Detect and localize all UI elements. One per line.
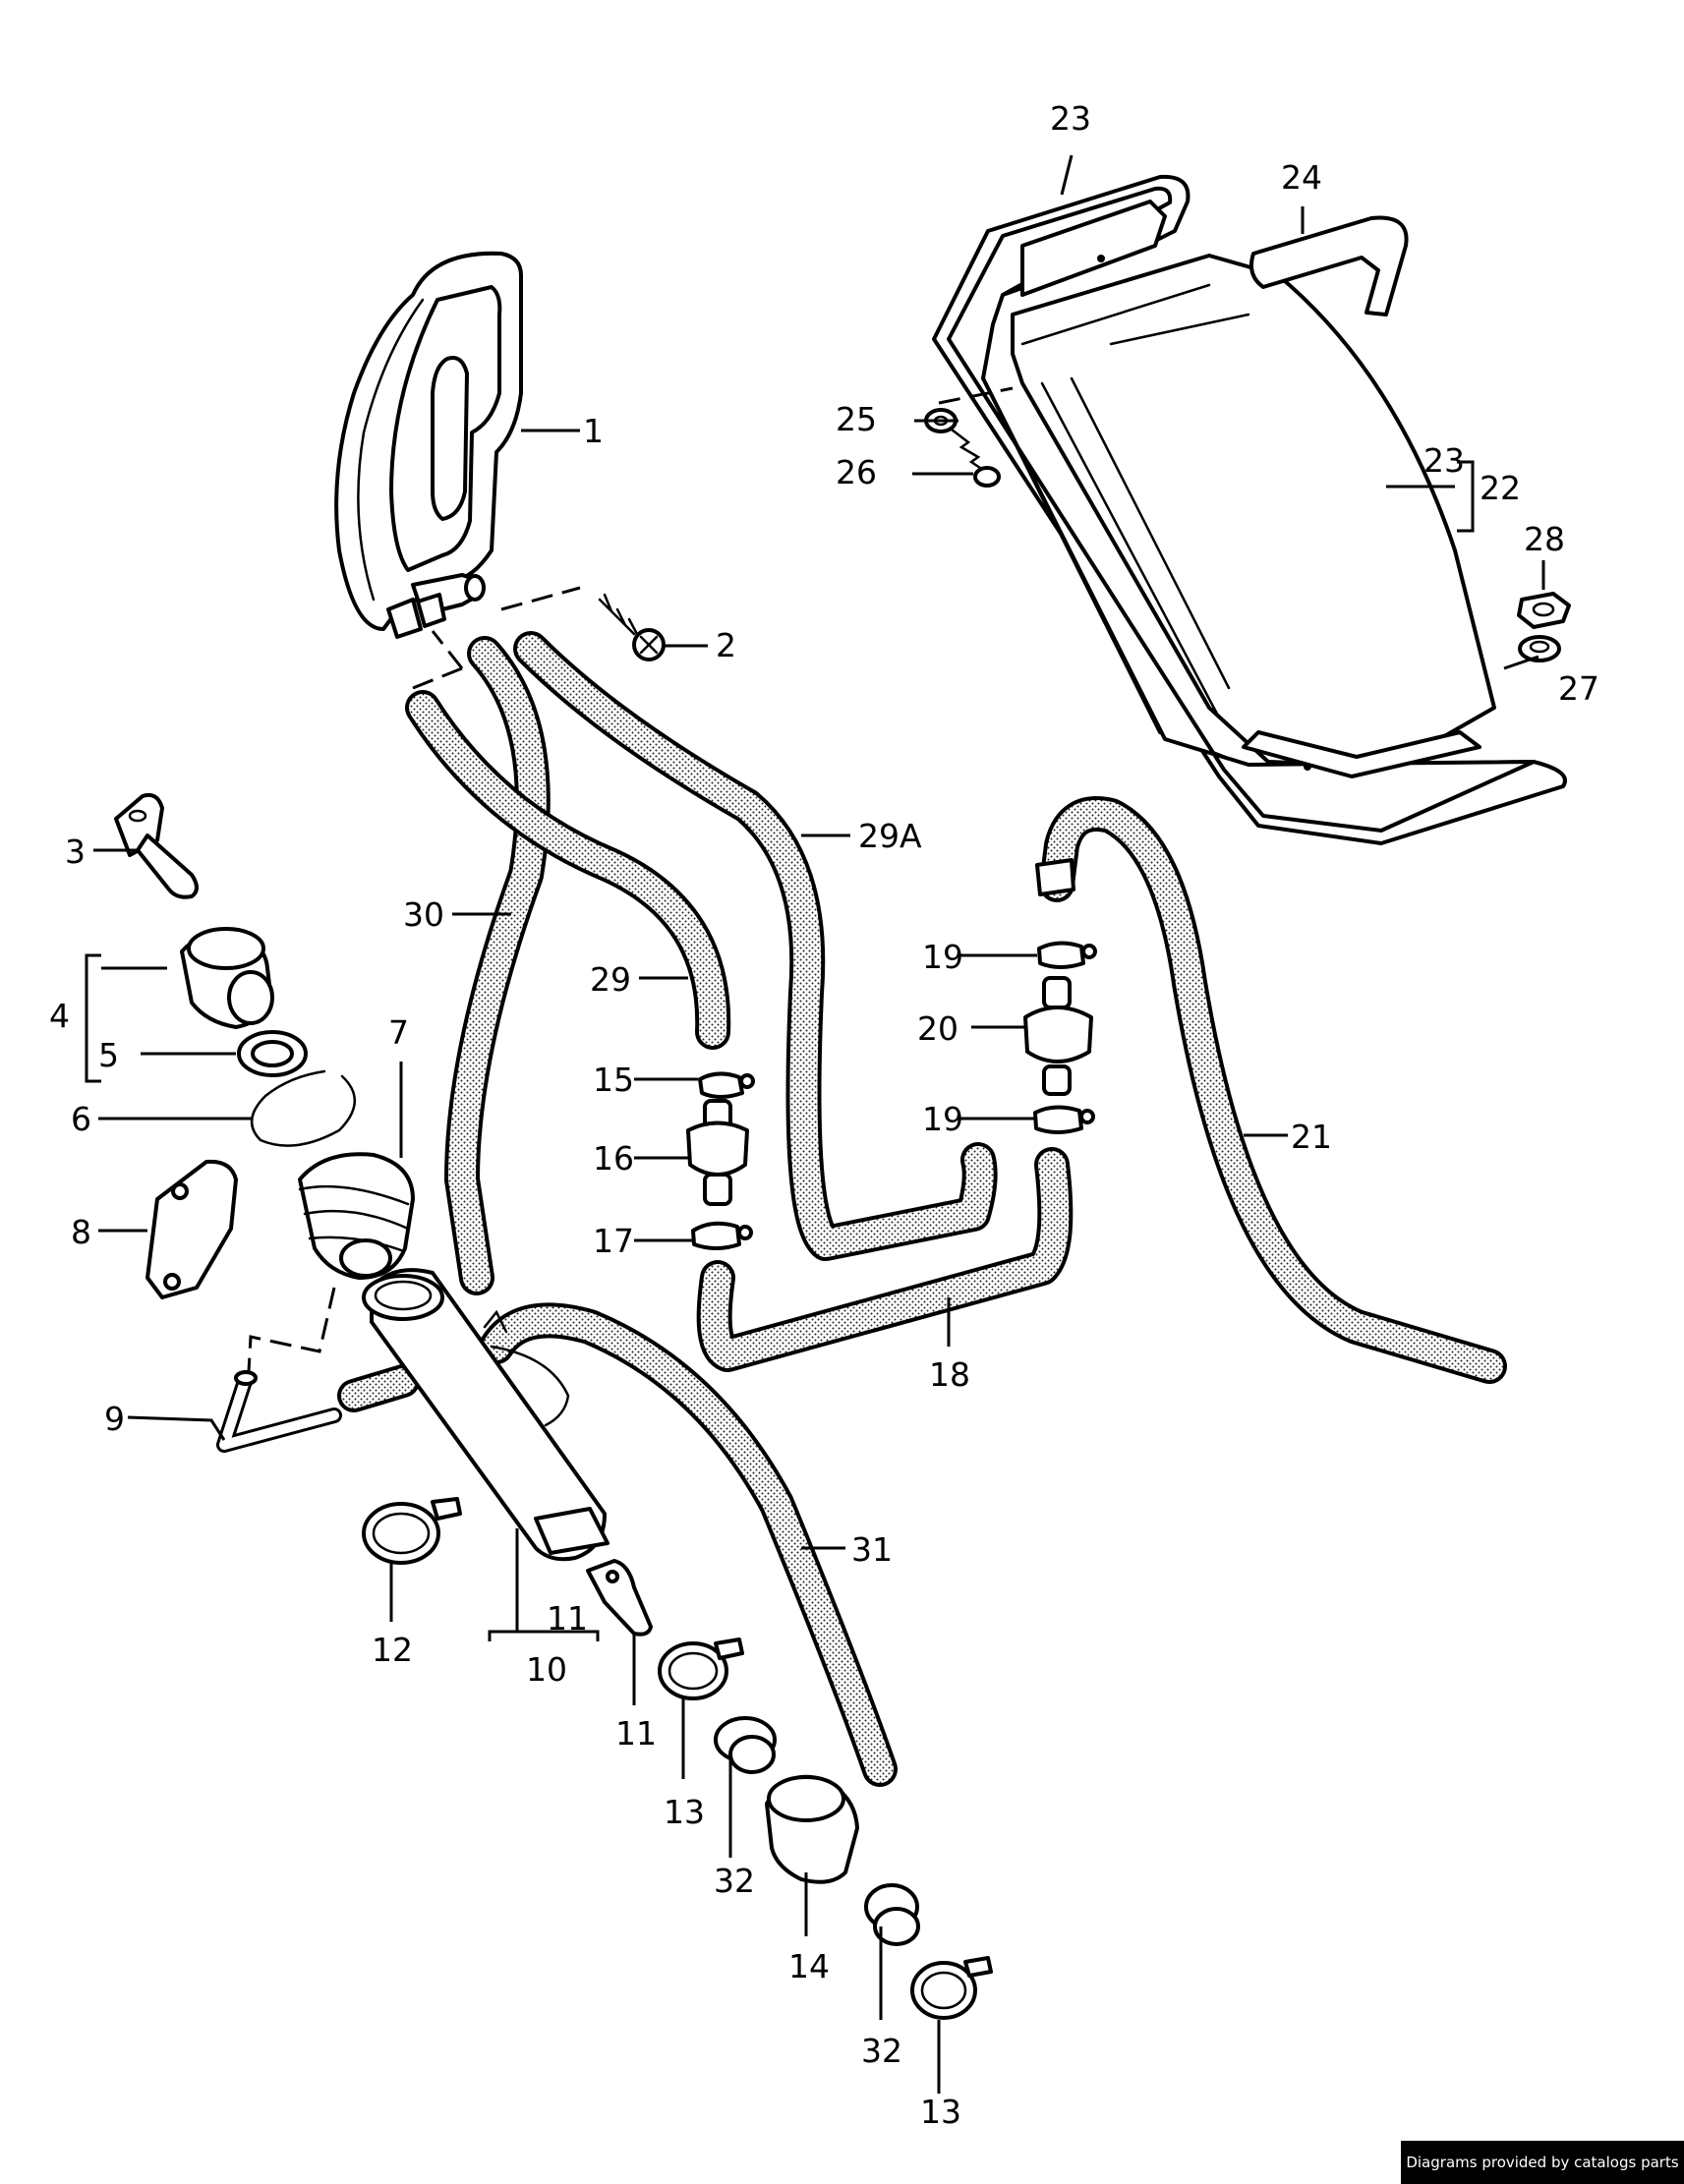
callout-4: 4: [49, 997, 70, 1035]
sleeve-part-14: [765, 1774, 859, 1884]
callout-2: 2: [716, 626, 736, 664]
callout-14: 14: [788, 1947, 830, 1985]
callout-19-bottom: 19: [922, 1100, 963, 1138]
callout-24: 24: [1281, 158, 1322, 197]
callout-27: 27: [1558, 669, 1599, 708]
callout-15: 15: [593, 1061, 634, 1099]
callout-18: 18: [929, 1355, 970, 1394]
clamp-part-17: [691, 1221, 753, 1250]
foam-pad-part-24: [1249, 215, 1409, 316]
callout-13-lower: 13: [920, 2093, 961, 2131]
callout-23-top: 23: [1050, 99, 1091, 138]
callout-5: 5: [98, 1036, 119, 1074]
plate-part-8: [145, 1159, 238, 1299]
callout-31: 31: [851, 1530, 893, 1569]
cap-part-4: [180, 927, 274, 1029]
clamp-part-19-bottom: [1033, 1105, 1095, 1134]
clamp-part-12: [362, 1497, 462, 1565]
callout-13-upper: 13: [664, 1793, 705, 1831]
callout-11-bracket: 11: [547, 1599, 588, 1638]
seal-part-5: [237, 1030, 308, 1077]
clamp-part-13-lower: [910, 1956, 993, 2020]
grommet-part-32-upper: [714, 1716, 777, 1774]
callout-32-upper: 32: [714, 1862, 755, 1900]
clip-part-11: [586, 1559, 653, 1637]
callout-6: 6: [71, 1100, 91, 1138]
clamp-part-15: [698, 1071, 755, 1099]
assembly-lines: [247, 386, 1014, 1372]
callout-32-lower: 32: [861, 2032, 902, 2070]
clamp-part-19-top: [1037, 941, 1097, 969]
callout-22: 22: [1480, 469, 1521, 507]
callout-29: 29: [590, 960, 631, 999]
screw-part-26: [950, 428, 1001, 488]
callout-1: 1: [583, 412, 604, 450]
hose-part-18: [696, 1147, 1074, 1372]
valve-part-16: [686, 1099, 749, 1206]
hose-part-29a: [513, 631, 998, 1261]
hose-short-part-9: [337, 1364, 420, 1412]
pipe-part-9: [216, 1370, 342, 1453]
hose-part-30: [444, 636, 551, 1295]
callout-3: 3: [65, 833, 86, 871]
callout-16: 16: [593, 1139, 634, 1178]
callout-11: 11: [615, 1714, 657, 1753]
credit-banner: Diagrams provided by catalogs parts: [1401, 2141, 1684, 2184]
callout-23-bracket: 23: [1423, 441, 1465, 480]
callout-28: 28: [1524, 520, 1565, 558]
callout-20: 20: [917, 1009, 958, 1048]
valve-part-20: [1023, 976, 1093, 1096]
hose-part-31: [479, 1302, 898, 1787]
washer-part-27: [1518, 635, 1561, 662]
hose-part-29: [405, 690, 731, 1050]
callout-21: 21: [1291, 1118, 1332, 1156]
hose-part-21: [1039, 796, 1507, 1384]
nut-part-28: [1517, 592, 1571, 629]
callout-labels: 1 2 3 4 5 6 7 8 9 10 11 11 12 13 13 14 1…: [49, 99, 1599, 2131]
air-duct-part-22: [932, 174, 1567, 845]
callout-17: 17: [593, 1222, 634, 1260]
key-part-3: [114, 792, 199, 899]
spring-ring-part-6: [251, 1069, 356, 1147]
callout-25: 25: [836, 400, 877, 438]
screw-part-2: [598, 593, 666, 661]
tank-part-1: [334, 251, 523, 639]
callout-26: 26: [836, 453, 877, 491]
leader-lines: [85, 154, 1545, 2094]
callout-29a: 29A: [858, 817, 922, 855]
hose-short-part-20-top: [1035, 858, 1075, 896]
filler-neck-part-10: [362, 1268, 610, 1562]
callout-9: 9: [104, 1400, 125, 1438]
grommet-part-32-lower: [864, 1883, 920, 1946]
callout-12: 12: [372, 1631, 413, 1669]
callout-8: 8: [71, 1213, 91, 1251]
clamp-part-13-upper: [658, 1638, 744, 1700]
callout-10: 10: [526, 1650, 567, 1689]
callout-30: 30: [403, 895, 444, 934]
callout-19-top: 19: [922, 938, 963, 976]
grommet-part-7: [298, 1152, 415, 1280]
callout-7: 7: [388, 1013, 409, 1052]
